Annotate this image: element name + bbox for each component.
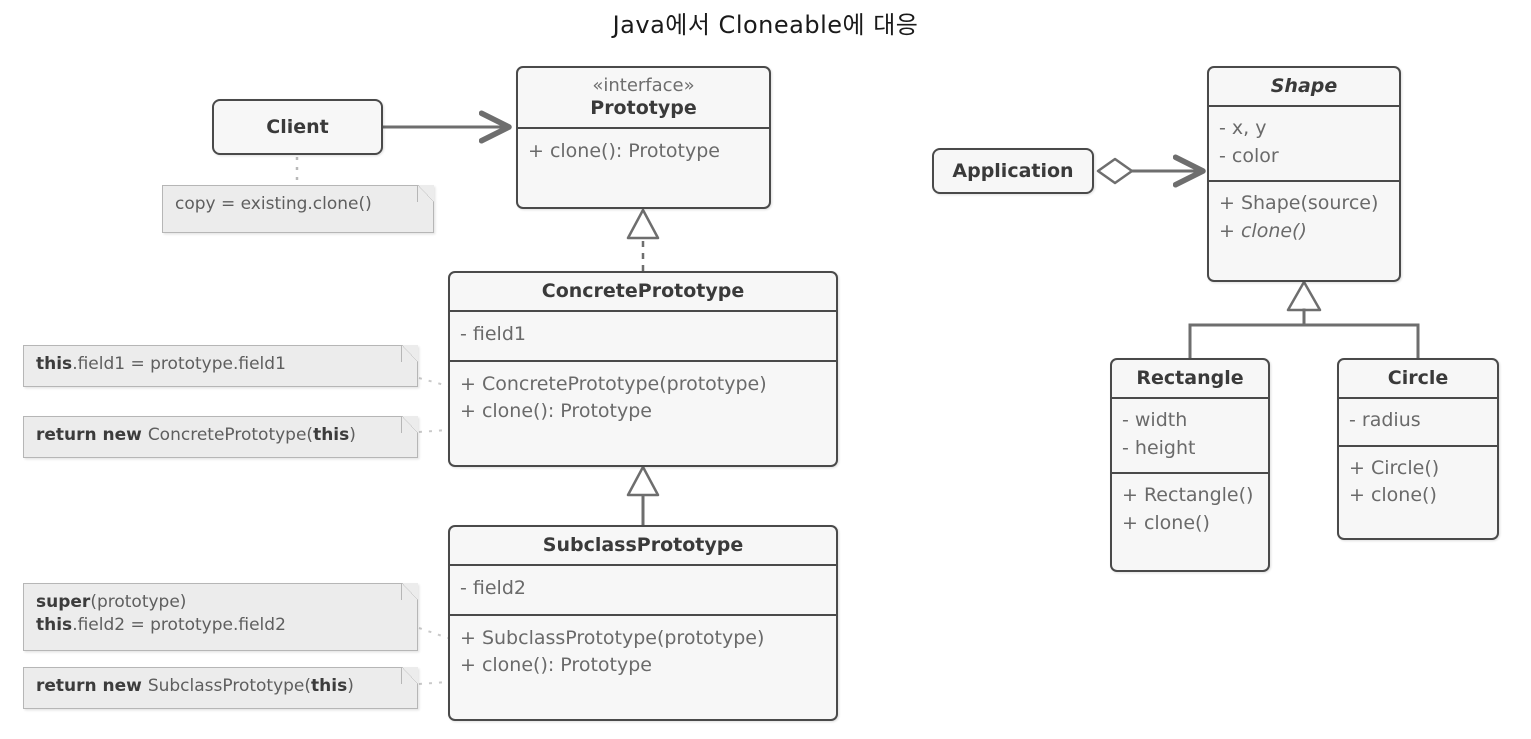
note-fold-icon xyxy=(417,185,434,202)
class-shape-method-0: + Shape(source) xyxy=(1219,192,1379,215)
class-prototype-name: Prototype xyxy=(590,97,697,119)
class-subclassprototype-field-0: - field2 xyxy=(460,577,526,599)
class-subclassprototype-methods: + SubclassPrototype(prototype) + clone()… xyxy=(450,613,836,691)
class-application-label: Application xyxy=(952,160,1074,182)
class-concreteprototype-field-0: - field1 xyxy=(460,323,526,345)
class-circle-fields: - radius xyxy=(1339,397,1497,445)
class-rectangle-method-0: + Rectangle() xyxy=(1122,484,1254,507)
class-rectangle-field-0: - width xyxy=(1122,409,1188,431)
class-shape-method-1-abstract: clone() xyxy=(1240,219,1307,242)
class-circle-method-0: + Circle() xyxy=(1349,456,1440,479)
note-ctor-subclass-text: super(prototype)this.field2 = prototype.… xyxy=(36,592,286,636)
note-ctor-subclass[interactable]: super(prototype)this.field2 = prototype.… xyxy=(23,583,418,651)
class-concreteprototype-methods: + ConcretePrototype(prototype) + clone()… xyxy=(450,359,836,437)
class-prototype-methods: + clone(): Prototype xyxy=(518,127,769,176)
note-fold-icon xyxy=(401,583,418,600)
class-concreteprototype-name: ConcretePrototype xyxy=(541,280,745,302)
note-fold-icon xyxy=(401,416,418,433)
class-prototype[interactable]: «interface» Prototype + clone(): Prototy… xyxy=(516,66,771,209)
connector-concreteprototype-realizes-prototype xyxy=(626,208,660,271)
class-concreteprototype[interactable]: ConcretePrototype - field1 + ConcretePro… xyxy=(448,271,838,467)
note-ctor-concrete-text: this.field1 = prototype.field1 xyxy=(36,354,286,374)
class-prototype-method-0: + clone(): Prototype xyxy=(528,140,720,162)
class-shape-name: Shape xyxy=(1270,75,1338,97)
page-title: Java에서 Cloneable에 대응 xyxy=(612,11,919,39)
class-circle[interactable]: Circle - radius + Circle() + clone() xyxy=(1337,358,1499,540)
note-clone-concrete-text: return new ConcretePrototype(this) xyxy=(36,425,356,445)
connector-notes-to-classes xyxy=(418,377,449,685)
class-client[interactable]: Client xyxy=(212,99,383,155)
class-circle-name: Circle xyxy=(1387,367,1449,389)
connector-subclassprototype-extends-concreteprototype xyxy=(626,465,660,525)
class-subclassprototype-fields: - field2 xyxy=(450,564,836,614)
note-clone-subclass-text: return new SubclassPrototype(this) xyxy=(36,676,354,696)
class-shape-method-1: + clone() xyxy=(1219,219,1307,242)
class-circle-methods: + Circle() + clone() xyxy=(1339,444,1497,520)
class-client-label: Client xyxy=(266,116,329,138)
note-client-copy-text: copy = existing.clone() xyxy=(175,194,372,214)
class-subclassprototype-method-0: + SubclassPrototype(prototype) xyxy=(460,626,765,649)
class-circle-method-1: + clone() xyxy=(1349,484,1437,507)
note-clone-concrete[interactable]: return new ConcretePrototype(this) xyxy=(23,416,418,458)
class-rectangle-name: Rectangle xyxy=(1136,367,1244,389)
class-rectangle-field-1: - height xyxy=(1122,436,1196,459)
class-concreteprototype-fields: - field1 xyxy=(450,310,836,360)
class-rectangle-method-1: + clone() xyxy=(1122,511,1210,534)
class-application[interactable]: Application xyxy=(932,148,1094,194)
class-shape-field-0: - x, y xyxy=(1219,117,1267,139)
class-prototype-header: «interface» Prototype xyxy=(518,68,769,127)
note-clone-subclass[interactable]: return new SubclassPrototype(this) xyxy=(23,667,418,709)
note-fold-icon xyxy=(401,345,418,362)
connector-shape-generalization-tree xyxy=(1188,280,1420,360)
class-shape-fields: - x, y - color xyxy=(1209,105,1399,180)
class-shape-methods: + Shape(source) + clone() xyxy=(1209,180,1399,255)
note-fold-icon xyxy=(401,667,418,684)
class-shape-field-1: - color xyxy=(1219,144,1279,167)
note-client-copy[interactable]: copy = existing.clone() xyxy=(162,185,434,233)
class-circle-field-0: - radius xyxy=(1349,409,1421,431)
class-prototype-stereotype: «interface» xyxy=(592,75,695,96)
class-rectangle[interactable]: Rectangle - width - height + Rectangle()… xyxy=(1110,358,1270,572)
class-subclassprototype-method-1: + clone(): Prototype xyxy=(460,654,652,677)
class-concreteprototype-method-0: + ConcretePrototype(prototype) xyxy=(460,372,767,395)
class-rectangle-methods: + Rectangle() + clone() xyxy=(1112,472,1268,547)
class-concreteprototype-method-1: + clone(): Prototype xyxy=(460,400,652,423)
class-subclassprototype-name: SubclassPrototype xyxy=(542,534,744,556)
class-shape[interactable]: Shape - x, y - color + Shape(source) + c… xyxy=(1207,66,1401,282)
note-ctor-concrete[interactable]: this.field1 = prototype.field1 xyxy=(23,345,418,387)
connector-application-aggregates-shape xyxy=(1096,154,1206,188)
class-rectangle-fields: - width - height xyxy=(1112,397,1268,472)
class-subclassprototype[interactable]: SubclassPrototype - field2 + SubclassPro… xyxy=(448,525,838,721)
